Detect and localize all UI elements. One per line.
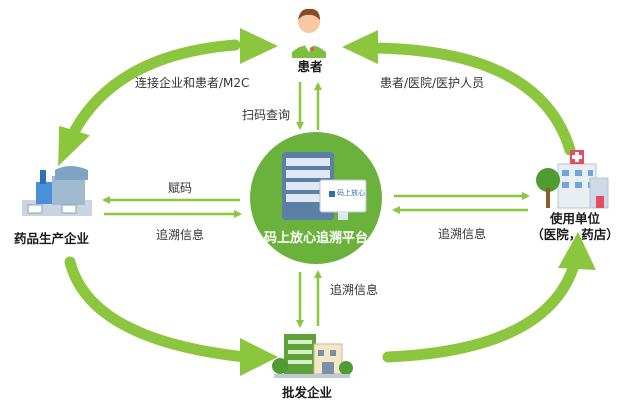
manufacturer-label: 药品生产企业 bbox=[14, 231, 90, 246]
hospital-icon bbox=[536, 150, 609, 209]
edge-label-top-left: 连接企业和患者/M2C bbox=[135, 76, 250, 90]
edge-label-trace-left: 追溯信息 bbox=[156, 228, 205, 242]
curved-arrow-bottom-left bbox=[64, 256, 278, 376]
user-unit-label: 使用单位 （医院，药店） bbox=[520, 211, 630, 243]
user-unit-subtitle: （医院，药店） bbox=[531, 227, 619, 242]
patient-icon bbox=[292, 8, 326, 58]
edge-label-top-right: 患者/医院/医护人员 bbox=[380, 76, 485, 90]
platform-screen-text: 码上放心 bbox=[337, 189, 365, 197]
edge-label-scan: 扫码查询 bbox=[242, 108, 291, 122]
curved-arrow-bottom-right bbox=[382, 232, 596, 363]
edge-label-trace-right: 追溯信息 bbox=[438, 227, 487, 241]
edge-label-assign-code: 赋码 bbox=[168, 181, 193, 195]
curved-arrow-top-right bbox=[342, 30, 576, 156]
wholesaler-label: 批发企业 bbox=[282, 385, 333, 400]
patient-label: 患者 bbox=[297, 59, 323, 74]
wholesaler-building-icon bbox=[272, 334, 353, 378]
platform-circle bbox=[250, 132, 382, 264]
user-unit-name: 使用单位 bbox=[549, 211, 600, 226]
platform-title: 码上放心追溯平台 bbox=[263, 231, 368, 246]
curved-arrow-top-left bbox=[58, 28, 278, 167]
edge-label-trace-bottom: 追溯信息 bbox=[330, 283, 379, 297]
factory-icon bbox=[22, 166, 92, 216]
thin-arrows bbox=[102, 82, 530, 328]
